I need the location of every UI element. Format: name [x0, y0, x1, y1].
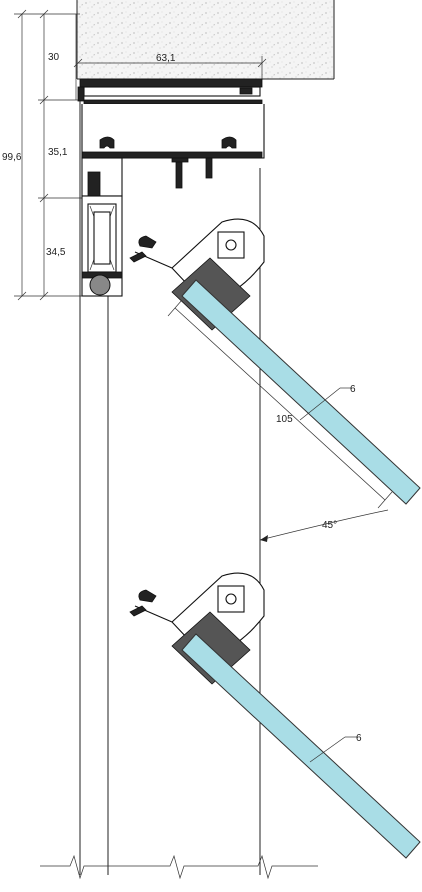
- dimension-30: 30: [48, 52, 60, 63]
- mullion-lines: [79, 100, 261, 875]
- angle-arc: [259, 509, 389, 542]
- dimension-35-1: 35,1: [48, 147, 68, 158]
- dimension-6-upper: 6: [350, 384, 356, 395]
- lower-glass-blade: [181, 633, 421, 859]
- dimension-6-lower-line: [309, 736, 358, 763]
- dimension-6-lower: 6: [356, 733, 362, 744]
- upper-louvre: [129, 218, 421, 505]
- vertical-dimension-chain: [14, 9, 85, 301]
- dimension-105-line: [167, 299, 393, 509]
- dimension-63-1: 63,1: [156, 53, 176, 64]
- dimension-105: 105: [276, 414, 293, 425]
- upper-glass-blade: [181, 279, 421, 505]
- lower-louvre: [129, 572, 421, 859]
- concrete-slab: [76, 0, 335, 80]
- dimension-34-5: 34,5: [46, 247, 66, 258]
- horizontal-dimension-63-1: [73, 56, 267, 80]
- break-lines: [40, 854, 318, 880]
- dimension-99-6: 99,6: [2, 152, 22, 163]
- head-profile: [77, 78, 265, 197]
- dimension-6-upper-line: [299, 387, 352, 421]
- side-box: [81, 195, 123, 297]
- angle-45: 45°: [322, 520, 337, 531]
